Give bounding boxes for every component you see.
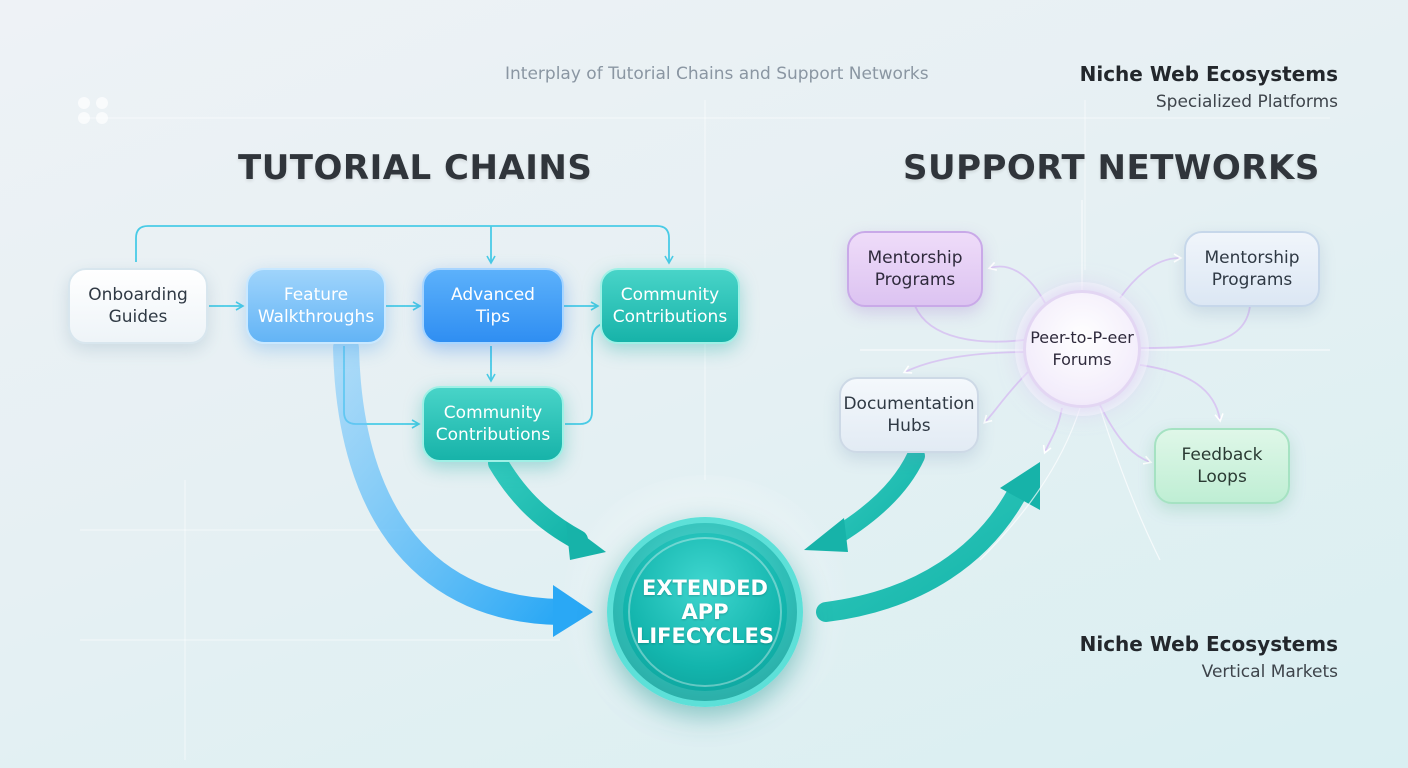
- node-community-bottom-line2: Contributions: [435, 425, 551, 445]
- node-mentorship-right-line1: Mentorship: [1204, 248, 1300, 268]
- node-advanced-line1: Advanced: [451, 285, 535, 305]
- node-community-top-line1: Community: [620, 285, 720, 305]
- teal-arrow-outgoing: [816, 478, 1030, 622]
- center-line1: EXTENDED: [642, 576, 768, 600]
- node-mentorship-left-line1: Mentorship: [867, 248, 963, 268]
- tutorial-chains-title: TUTORIAL CHAINS: [238, 148, 593, 188]
- node-documentation-line2: Hubs: [887, 416, 931, 436]
- corner-bottom-subtitle: Vertical Markets: [1201, 662, 1338, 682]
- node-community-contributions-top[interactable]: Community Contributions: [600, 268, 740, 344]
- big-blue-arrow: [333, 335, 573, 625]
- node-documentation-hubs[interactable]: Documentation Hubs: [839, 377, 979, 453]
- node-feature-line2: Walkthroughs: [257, 307, 375, 327]
- support-networks-title: SUPPORT NETWORKS: [903, 148, 1320, 188]
- teal-arrow-community: [488, 453, 588, 550]
- teal-arrowhead-docs: [804, 518, 848, 552]
- hub-line1: Peer-to-P-eer: [1030, 328, 1134, 347]
- corner-label-bottom: Niche Web Ecosystems Vertical Markets: [1080, 632, 1338, 682]
- teal-arrow-docs: [829, 447, 925, 544]
- node-documentation-line1: Documentation: [843, 394, 975, 414]
- node-feedback-line2: Loops: [1197, 467, 1247, 487]
- node-mentorship-right-line2: Programs: [1211, 270, 1293, 290]
- corner-top-subtitle: Specialized Platforms: [1155, 92, 1338, 112]
- node-onboarding-line1: Onboarding: [88, 285, 188, 305]
- teal-arrowhead-outgoing: [1000, 462, 1040, 510]
- support-glow-lines: [860, 200, 1330, 561]
- hub-line2: Forums: [1052, 350, 1112, 369]
- node-mentorship-programs-left[interactable]: Mentorship Programs: [847, 231, 983, 307]
- node-community-top-line2: Contributions: [612, 307, 728, 327]
- node-feature-line1: Feature: [283, 285, 349, 305]
- node-onboarding-line2: Guides: [108, 307, 168, 327]
- corner-top-title: Niche Web Ecosystems: [1079, 62, 1338, 86]
- node-feedback-loops[interactable]: Feedback Loops: [1154, 428, 1290, 504]
- decorative-dots: [78, 97, 108, 124]
- corner-bottom-title: Niche Web Ecosystems: [1079, 632, 1338, 656]
- center-line3: LIFECYCLES: [635, 624, 775, 648]
- node-mentorship-programs-right[interactable]: Mentorship Programs: [1184, 231, 1320, 307]
- tutorial-connectors: [135, 225, 674, 429]
- big-blue-arrowhead: [553, 585, 593, 637]
- node-advanced-tips[interactable]: Advanced Tips: [422, 268, 564, 344]
- center-line2: APP: [681, 600, 729, 624]
- node-advanced-line2: Tips: [475, 307, 511, 327]
- center-inner-ring: EXTENDED APP LIFECYCLES: [628, 537, 782, 687]
- node-mentorship-left-line2: Programs: [874, 270, 956, 290]
- node-onboarding-guides[interactable]: Onboarding Guides: [68, 268, 208, 344]
- center-extended-app-lifecycles[interactable]: EXTENDED APP LIFECYCLES: [607, 517, 803, 707]
- node-feature-walkthroughs[interactable]: Feature Walkthroughs: [246, 268, 386, 344]
- node-community-bottom-line1: Community: [443, 403, 543, 423]
- node-feedback-line1: Feedback: [1181, 445, 1263, 465]
- node-peer-forums-hub[interactable]: Peer-to-P-eer Forums: [1023, 290, 1141, 408]
- corner-label-top: Niche Web Ecosystems Specialized Platfor…: [1080, 62, 1338, 112]
- background-grid: [80, 100, 1330, 760]
- node-community-contributions-bottom[interactable]: Community Contributions: [422, 386, 564, 462]
- support-connectors: [902, 253, 1251, 465]
- teal-arrowhead-community: [566, 522, 606, 560]
- diagram-subtitle: Interplay of Tutorial Chains and Support…: [505, 64, 929, 84]
